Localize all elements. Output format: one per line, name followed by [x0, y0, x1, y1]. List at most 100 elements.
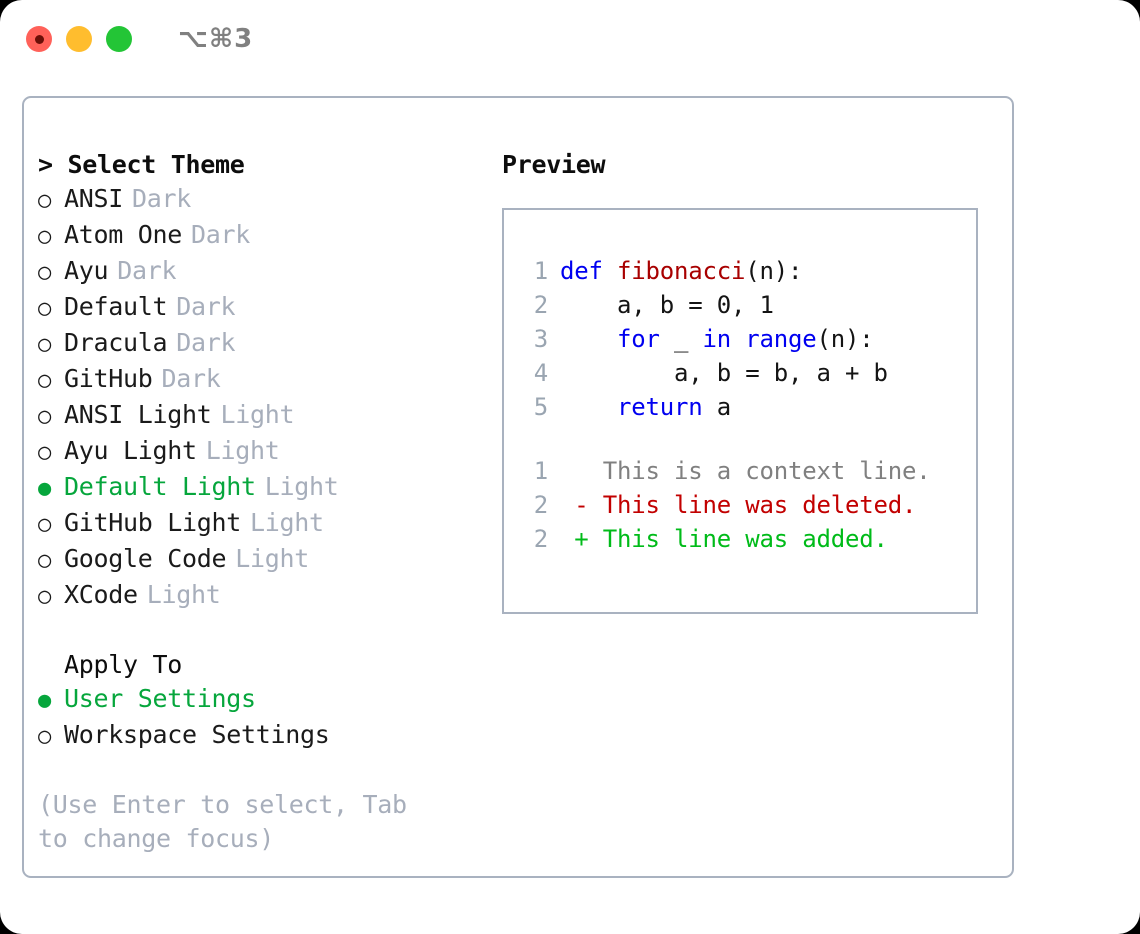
code-token: in	[702, 325, 746, 353]
code-token: - This line was deleted.	[560, 491, 917, 519]
theme-item-label: XCode	[64, 580, 138, 609]
theme-item-tag: Dark	[132, 184, 192, 213]
theme-item-label: Atom One	[64, 220, 183, 249]
theme-item[interactable]: ○ Dracula Dark	[38, 326, 488, 362]
line-number: 4	[533, 359, 548, 387]
theme-item-tag: Light	[220, 400, 295, 429]
theme-item-label: GitHub	[64, 364, 153, 393]
theme-item-label: Default	[64, 292, 168, 321]
line-number: 1	[533, 257, 548, 285]
theme-item-label: Ayu	[64, 256, 109, 285]
close-light[interactable]	[26, 26, 52, 52]
theme-item[interactable]: ○ ANSI Dark	[38, 182, 488, 218]
theme-item-label: Dracula	[64, 328, 168, 357]
line-number: 3	[533, 325, 548, 353]
theme-item[interactable]: ○ Google Code Light	[38, 542, 488, 578]
theme-item-tag: Dark	[191, 220, 251, 249]
apply-to-item-label: User Settings	[64, 684, 256, 713]
code-token	[560, 390, 617, 424]
radio-icon: ○	[38, 368, 51, 393]
code-line: 5 return a	[520, 390, 976, 424]
code-token: range	[745, 325, 817, 353]
theme-item-tag: Dark	[176, 292, 236, 321]
maximize-light[interactable]	[106, 26, 132, 52]
apply-to-title: Apply To	[64, 650, 183, 679]
theme-list-title: > Select Theme	[38, 150, 245, 179]
theme-item[interactable]: ○ Default Dark	[38, 290, 488, 326]
theme-item-tag: Light	[146, 580, 221, 609]
radio-icon: ○	[38, 332, 51, 357]
apply-to-item-label: Workspace Settings	[64, 720, 330, 749]
radio-icon: ○	[38, 296, 51, 321]
line-number: 2	[533, 491, 548, 519]
radio-icon: ○	[38, 224, 51, 249]
apply-to-item[interactable]: ● User Settings	[38, 682, 488, 718]
theme-item[interactable]: ○ Ayu Dark	[38, 254, 488, 290]
diff-sample: 1 This is a context line.2 - This line w…	[520, 454, 976, 556]
line-number: 2	[533, 291, 548, 319]
theme-item-tag: Dark	[176, 328, 236, 357]
radio-icon: ○	[38, 584, 51, 609]
diff-line: 1 This is a context line.	[520, 454, 976, 488]
code-token: a, b = 0, 1	[560, 291, 774, 319]
theme-item-tag: Light	[235, 544, 310, 573]
radio-icon: ○	[38, 188, 51, 213]
keyboard-hint: (Use Enter to select, Tab to change focu…	[38, 790, 407, 853]
line-number: 1	[533, 457, 548, 485]
radio-icon: ○	[38, 512, 51, 537]
theme-item[interactable]: ○ Ayu Light Light	[38, 434, 488, 470]
theme-item[interactable]: ○ GitHub Dark	[38, 362, 488, 398]
theme-item[interactable]: ○ Atom One Dark	[38, 218, 488, 254]
code-token	[560, 322, 617, 356]
code-line: 4 a, b = b, a + b	[520, 356, 976, 390]
theme-item-label: Ayu Light	[64, 436, 197, 465]
theme-item-label: Google Code	[64, 544, 227, 573]
theme-item-tag: Dark	[161, 364, 221, 393]
title-bar: ⌥⌘3	[0, 0, 1140, 78]
line-number: 5	[533, 393, 548, 421]
theme-item-label: Default Light	[64, 472, 256, 501]
theme-item-label: ANSI Light	[64, 400, 212, 429]
radio-selected-icon: ●	[38, 688, 51, 713]
code-token: a, b = b, a + b	[560, 359, 888, 387]
theme-item[interactable]: ○ XCode Light	[38, 578, 488, 614]
code-line: 3 for _ in range(n):	[520, 322, 976, 356]
theme-item-tag: Light	[250, 508, 324, 537]
code-token: (n):	[745, 257, 803, 285]
theme-item-label: ANSI	[64, 184, 124, 213]
code-token: for	[617, 325, 674, 353]
radio-icon: ○	[38, 260, 51, 285]
code-token: return	[617, 393, 717, 421]
radio-selected-icon: ●	[38, 476, 51, 501]
radio-icon: ○	[38, 440, 51, 465]
theme-item[interactable]: ● Default Light Light	[38, 470, 488, 506]
minimize-light[interactable]	[66, 26, 92, 52]
apply-to-item[interactable]: ○Workspace Settings	[38, 718, 488, 754]
diff-line: 2 - This line was deleted.	[520, 488, 976, 522]
preview-title: Preview	[502, 150, 606, 179]
theme-item-tag: Light	[264, 472, 339, 501]
line-number: 2	[533, 525, 548, 553]
code-token: a	[716, 393, 731, 421]
shortcut-label: ⌥⌘3	[178, 24, 254, 54]
theme-item-tag: Dark	[117, 256, 177, 285]
radio-icon: ○	[38, 548, 51, 573]
code-token: (n):	[816, 325, 874, 353]
apply-to-list[interactable]: ● User Settings ○Workspace Settings	[38, 682, 488, 754]
code-diff-spacer	[520, 424, 976, 454]
theme-item-tag: Light	[205, 436, 280, 465]
code-token: def	[560, 257, 617, 285]
diff-line: 2 + This line was added.	[520, 522, 976, 556]
section-spacer	[38, 614, 488, 648]
code-token: _	[674, 325, 703, 353]
